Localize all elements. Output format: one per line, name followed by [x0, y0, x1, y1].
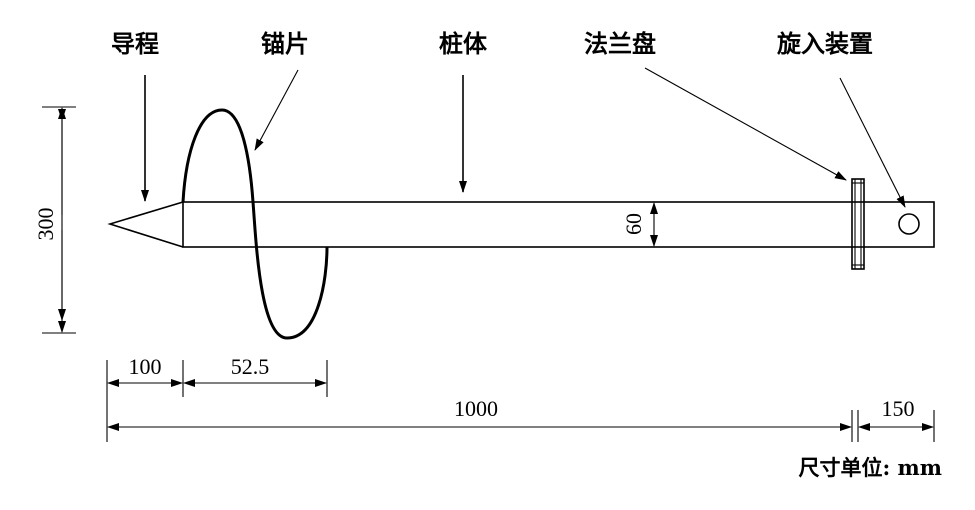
anchor-plate-helix — [181, 108, 329, 340]
leader-anchor-plate — [254, 69, 299, 151]
guide-cone — [107, 201, 184, 248]
label-pile-body: 桩体 — [439, 29, 488, 58]
pile-body — [182, 201, 935, 248]
leader-flange — [644, 67, 847, 181]
dim-pitch: 52.5 — [231, 354, 270, 379]
dim-guide-length: 100 — [129, 354, 162, 379]
label-screw-device: 旋入装置 — [776, 29, 873, 58]
leader-screw-device — [839, 77, 906, 208]
label-guide: 导程 — [111, 29, 159, 58]
dim-pile-diameter: 60 — [621, 213, 646, 235]
dim-height: 300 — [33, 208, 58, 241]
screw-hole — [898, 213, 920, 235]
flange — [851, 178, 865, 270]
label-anchor-plate: 锚片 — [261, 29, 309, 58]
unit-note: 尺寸单位: mm — [798, 455, 942, 480]
dim-body-length: 1000 — [454, 396, 498, 421]
label-flange: 法兰盘 — [584, 29, 656, 58]
dim-end-length: 150 — [882, 396, 915, 421]
